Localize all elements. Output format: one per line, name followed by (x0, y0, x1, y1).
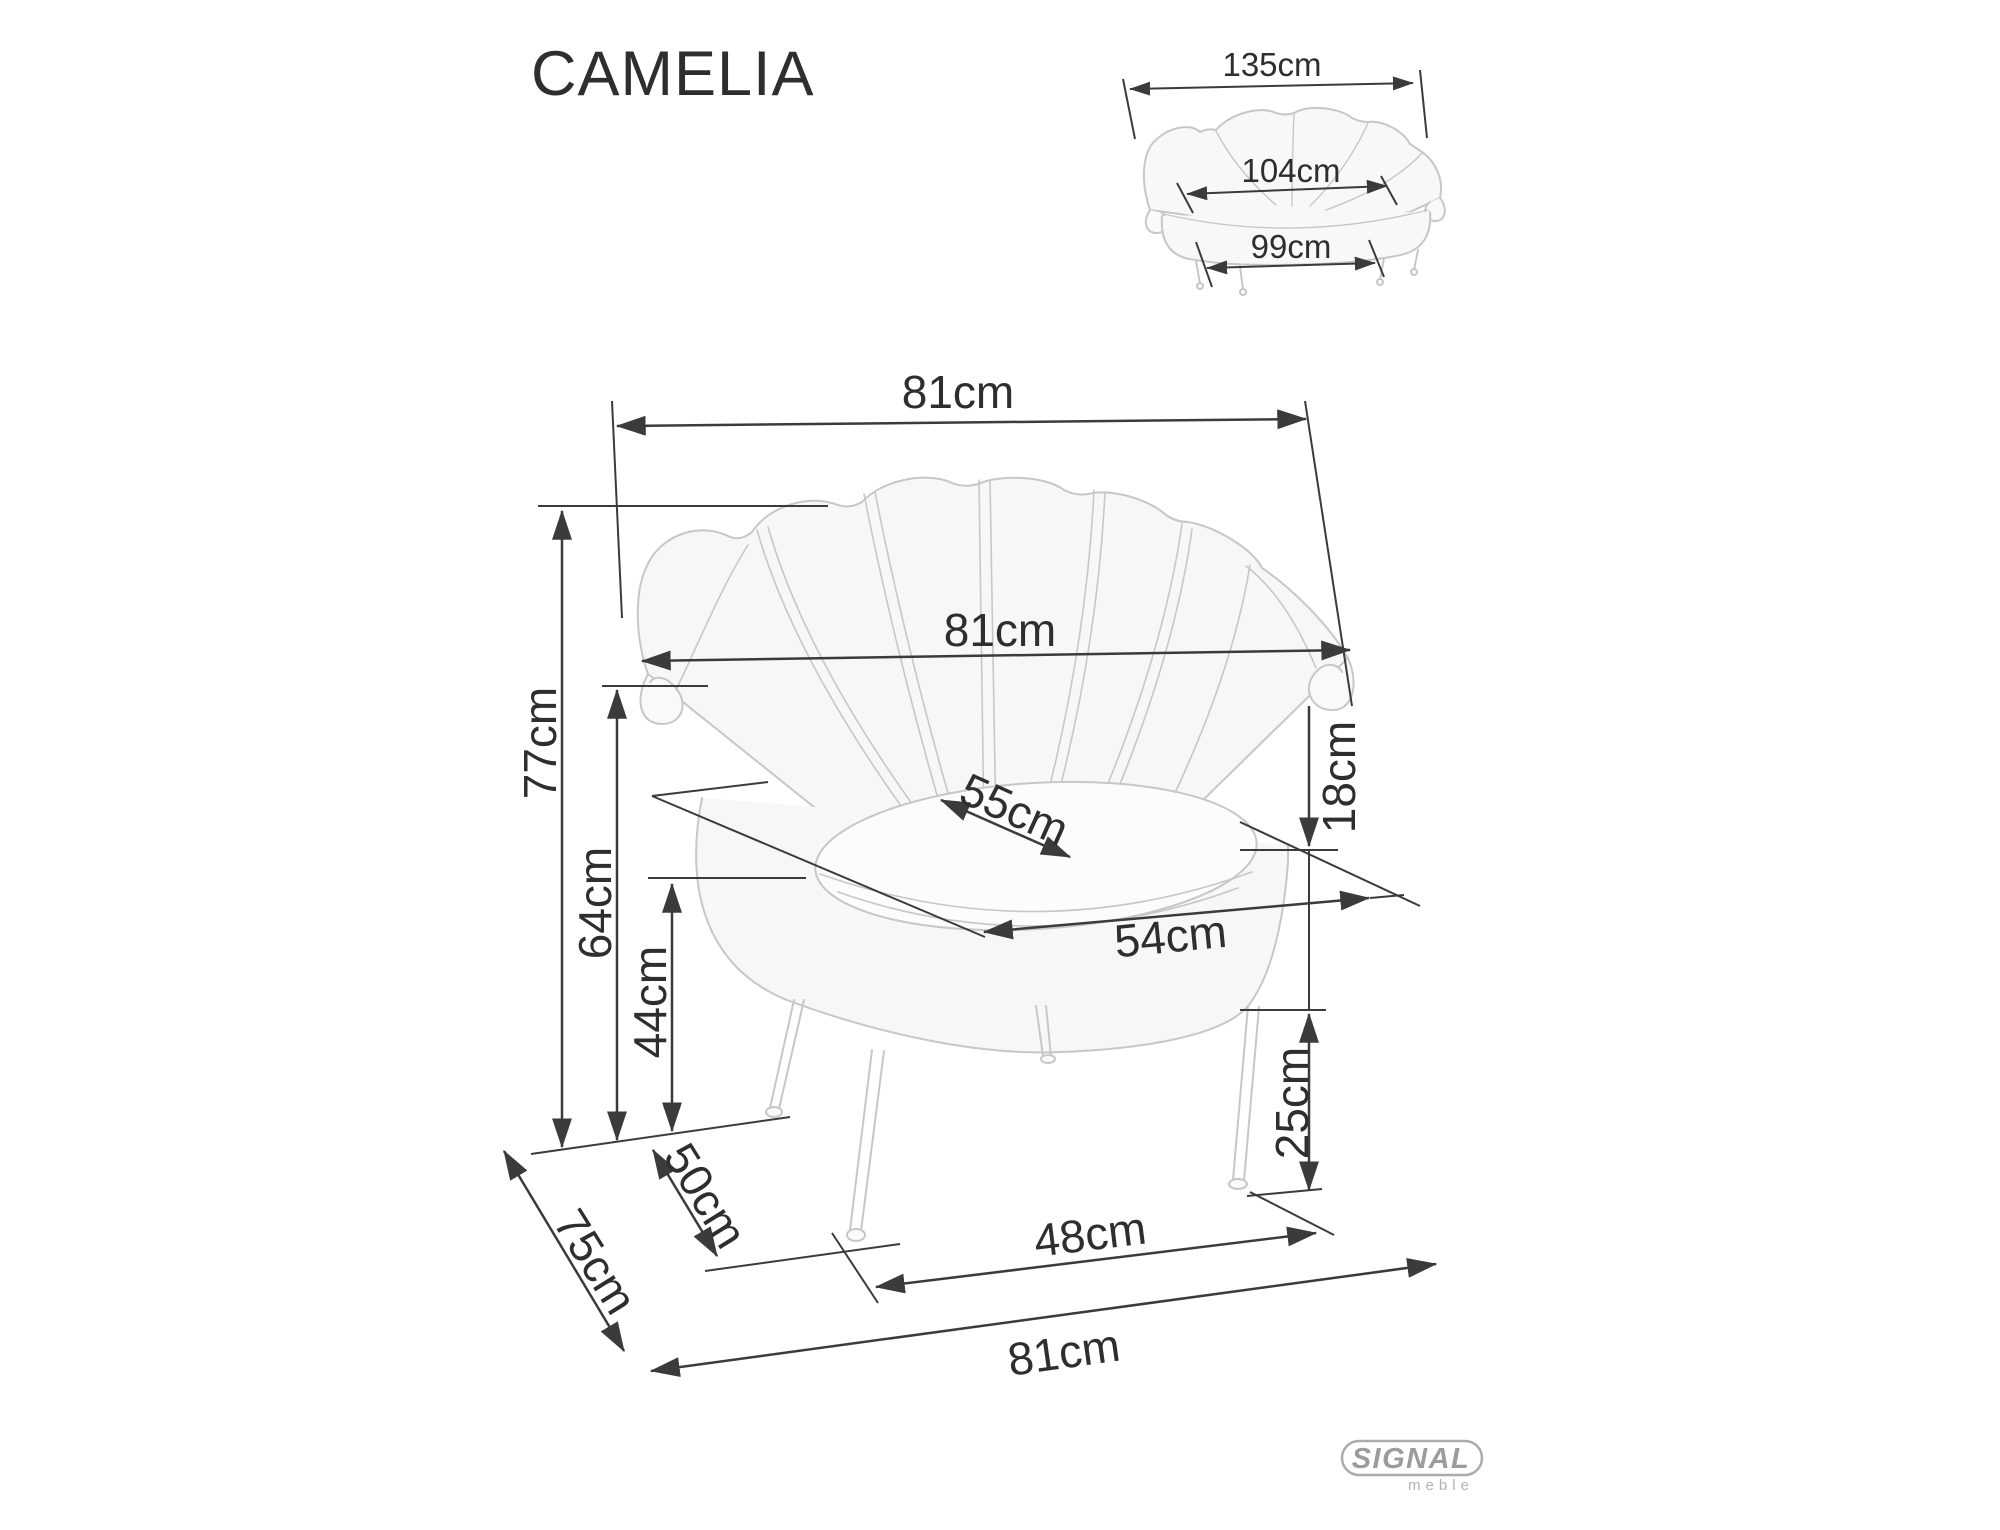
seat-plane-edge (1369, 894, 1405, 899)
sofa-thumbnail-dimensions (1122, 69, 1428, 288)
leg-foot (1228, 1178, 1248, 1190)
sofa-leg-foot (1239, 288, 1247, 296)
dimension-line-sofa-seat-width (1186, 179, 1388, 201)
floor-line-right (1246, 1188, 1323, 1197)
reference-line (611, 400, 623, 619)
label-backrest-width: 81cm (944, 604, 1056, 656)
floor-line-left (530, 1116, 791, 1155)
logo-subtext: meble (1408, 1477, 1474, 1494)
reference-line (1122, 69, 1428, 288)
label-front-leg-spacing: 48cm (1031, 1201, 1149, 1266)
label-sofa-seat-width: 104cm (1241, 152, 1340, 189)
dimension-overall-width-bottom (649, 1257, 1438, 1378)
sofa-legs (1195, 249, 1419, 291)
dimension-line (649, 1257, 1438, 1378)
sofa-leg-foot (1196, 282, 1204, 290)
label-seat-width: 54cm (1112, 905, 1229, 968)
front-view-dimensions (502, 409, 1438, 1378)
dimension-line (640, 640, 1352, 671)
label-sofa-leg-spacing: 99cm (1251, 228, 1332, 265)
dimension-line (651, 1148, 719, 1258)
sofa-petal-seams (1215, 113, 1423, 211)
leg-foot (765, 1106, 783, 1118)
label-seat-depth: 50cm (654, 1134, 758, 1257)
dimension-seat-cushion-diagonal (939, 798, 1072, 859)
dimension-line (615, 409, 1308, 436)
logo-text: SIGNAL (1352, 1443, 1471, 1475)
reference-line (1249, 1191, 1335, 1236)
label-overall-height: 77cm (514, 687, 566, 799)
leg-foot (1040, 1054, 1056, 1064)
leg-foot (846, 1228, 866, 1242)
dimension-seat-width (982, 890, 1371, 940)
dimension-line-sofa-overall-width (1129, 76, 1414, 96)
dimension-line (502, 1149, 626, 1353)
seat-plane-edge (1239, 821, 1421, 907)
dimension-overall-width-top (615, 409, 1308, 436)
dimension-seat-depth (651, 1148, 719, 1258)
logo-outline-box (1340, 1439, 1484, 1477)
label-overall-width-bottom: 81cm (1004, 1319, 1123, 1386)
label-backrest-above-seat: 18cm (1313, 721, 1365, 833)
seat-plane-edge (651, 781, 769, 797)
label-armrest-height: 64cm (569, 847, 621, 959)
label-leg-height: 25cm (1266, 1047, 1318, 1159)
label-overall-width-top: 81cm (902, 366, 1014, 418)
extension-lines (530, 400, 1421, 1304)
seat-plane-edge (651, 795, 986, 938)
reference-line (831, 1232, 879, 1304)
label-sofa-overall-width: 135cm (1222, 46, 1321, 83)
sofa-thumbnail-drawing (1142, 107, 1446, 296)
floor-line-front (704, 1243, 901, 1272)
chair-legs (769, 999, 1260, 1232)
label-overall-depth: 75cm (544, 1200, 648, 1323)
dimension-backrest-width (640, 640, 1352, 671)
sofa-thumbnail-labels: 135cm 104cm 99cm (1222, 46, 1340, 265)
signal-logo: SIGNAL meble (1340, 1439, 1484, 1494)
dimension-line-sofa-leg-spacing (1206, 256, 1376, 275)
sofa-seat-line (1163, 209, 1429, 229)
dimension-line (982, 890, 1371, 940)
dimension-overall-depth (502, 1149, 626, 1353)
dimension-line (939, 798, 1072, 859)
armchair-front-drawing (636, 476, 1355, 1242)
sofa-leg-foot (1410, 268, 1418, 276)
label-seat-front-height: 44cm (624, 946, 676, 1058)
page-title: CAMELIA (531, 39, 815, 109)
sofa-leg-foot (1376, 278, 1384, 286)
